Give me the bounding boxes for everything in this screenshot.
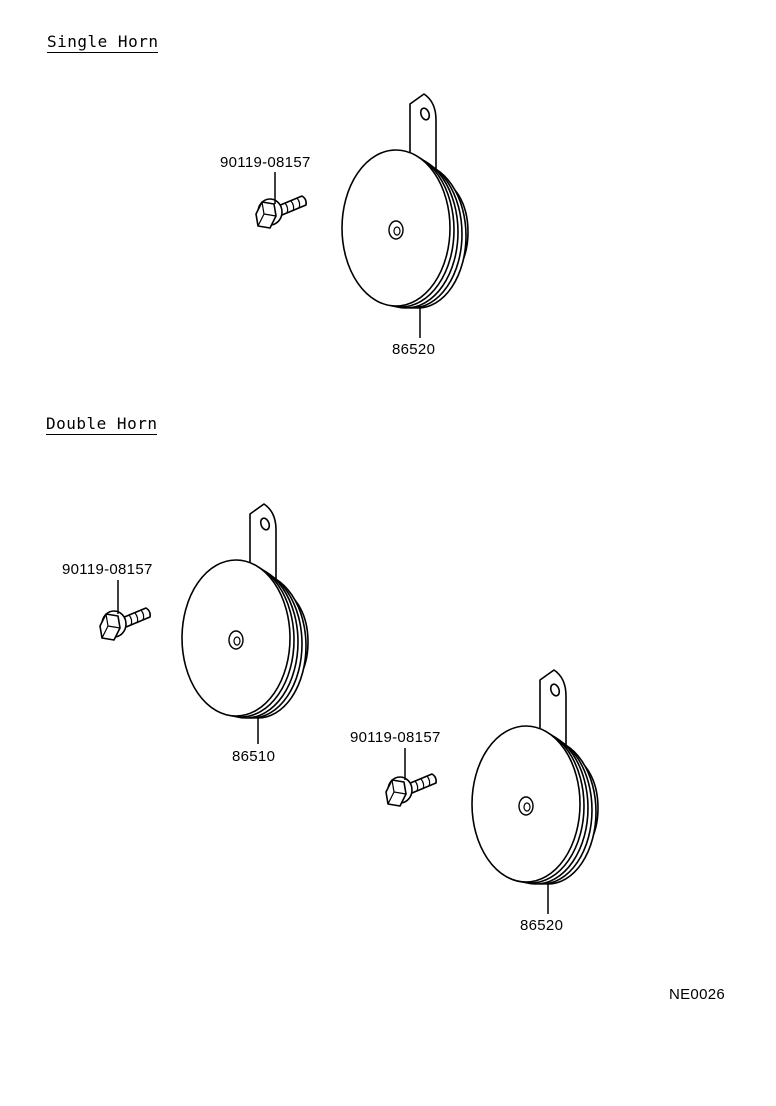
double-left-bolt xyxy=(99,607,151,641)
double-right-bolt-part-number: 90119-08157 xyxy=(350,729,441,746)
double-horn-86510 xyxy=(181,503,309,719)
double-horn-heading: Double Horn xyxy=(46,414,158,435)
single-horn-86520 xyxy=(341,93,469,309)
double-right-horn-part-number: 86520 xyxy=(520,917,564,934)
double-left-bolt-part-number: 90119-08157 xyxy=(62,561,153,578)
double-left-horn-part-number: 86510 xyxy=(232,748,276,765)
double-horn-86520 xyxy=(471,669,599,885)
single-bolt-part-number: 90119-08157 xyxy=(220,154,311,171)
single-horn-bolt xyxy=(255,195,307,229)
double-right-bolt xyxy=(385,773,437,807)
single-horn-part-number: 86520 xyxy=(392,341,436,358)
single-horn-heading: Single Horn xyxy=(47,32,159,53)
figure-code: NE0026 xyxy=(669,986,726,1003)
